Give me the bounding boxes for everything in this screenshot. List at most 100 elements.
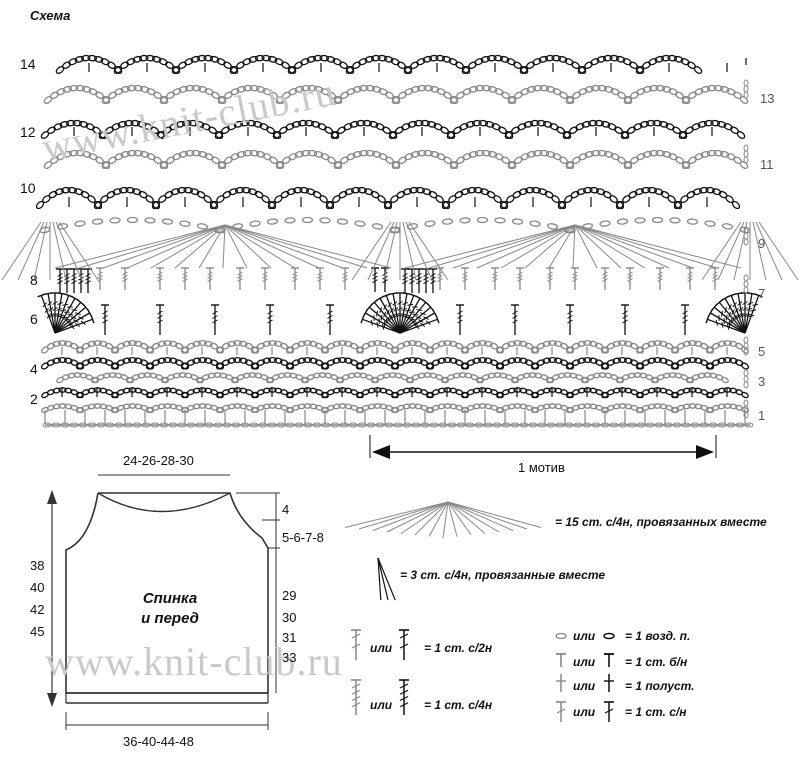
chain-stitch [634, 188, 645, 196]
chain-stitch [281, 91, 291, 100]
chain-stitch [366, 422, 376, 428]
chain-stitch [681, 96, 691, 104]
chain-stitch [365, 84, 376, 92]
stitch-bar [416, 273, 422, 277]
chain-stitch [655, 84, 666, 92]
tall-stitch [54, 293, 63, 334]
chain-stitch [367, 340, 377, 347]
chain-stitch [336, 376, 344, 384]
chain-stitch [88, 153, 98, 161]
fan-stitch [78, 224, 226, 269]
chain-stitch [726, 153, 736, 161]
stitch-bar [742, 307, 748, 311]
stitch-top [87, 309, 93, 317]
chain-stitch [159, 422, 169, 428]
chain-stitch [623, 340, 633, 347]
chain-stitch [436, 88, 446, 96]
chain-stitch [75, 84, 86, 92]
chain-stitch [113, 66, 123, 74]
chain-stitch [421, 188, 432, 196]
chain-stitch [42, 195, 51, 204]
chain-stitch [284, 217, 296, 224]
chain-stitch [555, 422, 565, 428]
chain-stitch [310, 120, 321, 128]
chain-stitch [578, 153, 588, 161]
stitch-bar [391, 313, 397, 319]
chain-stitch [437, 387, 446, 394]
chain-stitch [633, 372, 642, 378]
chain-stitch [635, 362, 645, 370]
chain-stitch [711, 404, 720, 411]
stitch-bar [317, 274, 323, 279]
chain-stitch [599, 220, 611, 227]
stitch-top [388, 292, 398, 295]
chain-stitch [352, 150, 363, 158]
chain-stitch [511, 218, 524, 225]
stitch-bar [721, 321, 724, 328]
fan-stitch [574, 224, 598, 269]
stitch-top [409, 293, 418, 298]
chain-stitch [571, 342, 581, 350]
stitch-bar [317, 271, 323, 276]
chain-stitch [545, 150, 556, 158]
fan-stitch [224, 224, 272, 269]
stitch-bar [97, 274, 103, 279]
chain-stitch [402, 422, 412, 428]
chain-stitch [373, 339, 382, 347]
chain-stitch [75, 362, 85, 370]
stitch-bar [75, 312, 81, 316]
stitch-bar [572, 278, 578, 283]
chain-stitch [262, 403, 271, 410]
stitch-bar [462, 271, 468, 276]
legend-stitch-bar [351, 702, 361, 708]
chain-stitch [262, 88, 272, 96]
chain-stitch [87, 403, 96, 410]
chain-stitch [249, 149, 260, 157]
row-number-right: 11 [760, 157, 774, 172]
chain-stitch [615, 200, 625, 210]
chain-stitch [131, 188, 142, 196]
chain-stitch [242, 149, 253, 157]
chain-stitch [673, 55, 684, 63]
stitch-bar [57, 276, 63, 281]
chain-stitch [280, 190, 290, 199]
tall-stitch [47, 293, 56, 334]
chain-stitch [711, 342, 721, 350]
chain-stitch [213, 372, 222, 378]
stitch-bar [48, 307, 54, 312]
chain-stitch [256, 404, 265, 411]
chain-stitch [601, 346, 609, 354]
fan-stitch [224, 224, 296, 269]
tall-stitch [737, 293, 746, 334]
turning-chain [743, 156, 749, 164]
chain-stitch [569, 372, 578, 379]
chain-stitch [91, 218, 104, 225]
chain-stitch [309, 403, 318, 410]
chain-stitch [636, 153, 646, 161]
stitch-bar [457, 319, 463, 324]
chain-stitch [676, 389, 685, 396]
chain-stitch [604, 372, 613, 379]
chain-stitch [359, 372, 368, 379]
chain-stitch [176, 186, 187, 194]
chain-stitch [46, 342, 56, 350]
chain-stitch [312, 422, 322, 428]
stitch-bar [42, 302, 47, 308]
stitch-bar [415, 316, 422, 319]
row-number-left: 14 [20, 56, 36, 72]
chain-stitch [536, 389, 545, 396]
chain-stitch [80, 190, 90, 199]
chain-stitch [616, 376, 624, 384]
stitch-bar [383, 311, 386, 318]
chain-stitch [542, 403, 551, 410]
chain-stitch [449, 387, 458, 394]
chain-stitch [249, 84, 260, 92]
chain-stitch [216, 58, 226, 66]
chain-stitch [476, 376, 484, 384]
chain-stitch [63, 340, 73, 347]
chart-title: Схема [30, 8, 71, 23]
chain-stitch [91, 376, 99, 384]
stitch-bar [416, 280, 422, 285]
legend-chain: = 1 возд. п. [625, 629, 691, 643]
